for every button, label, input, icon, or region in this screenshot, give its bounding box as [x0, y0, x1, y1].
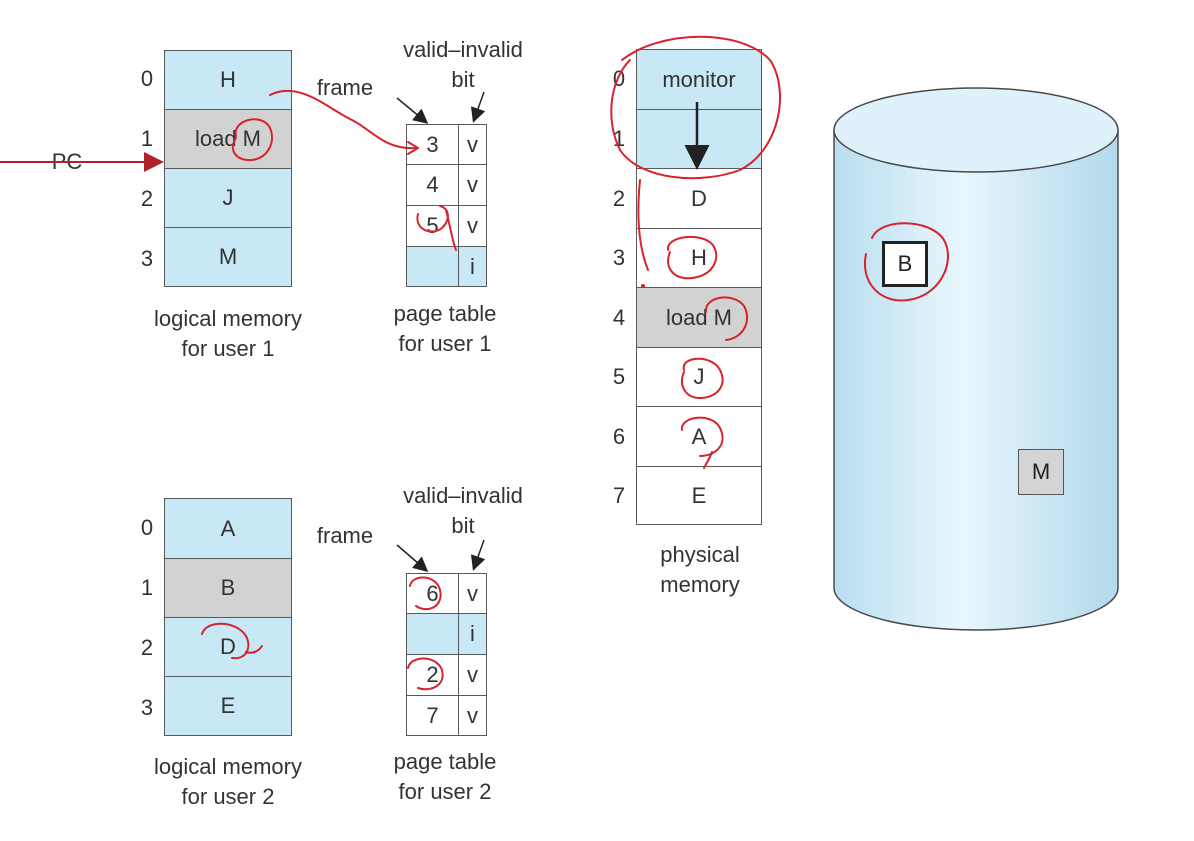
- user1-pt-frame-3: [406, 246, 459, 287]
- user2-pt-frame-3: 7: [406, 695, 459, 736]
- user1-logical-page-3: M: [164, 227, 292, 287]
- disk-page-m: M: [1018, 449, 1064, 495]
- user2-pt-frame-0: 6: [406, 573, 459, 614]
- user1-pt-frame-2: 5: [406, 205, 459, 247]
- user1-valid-invalid-label-line1: valid–invalid: [403, 37, 523, 62]
- user1-logical-index-0: 0: [140, 66, 154, 91]
- user1-logical-page-0: H: [164, 50, 292, 110]
- user1-pt-caption-line1: page table: [393, 301, 497, 326]
- user2-pt-bit-2: v: [458, 654, 487, 696]
- user1-pt-bit-1: v: [458, 164, 487, 206]
- user1-valid-invalid-label-line2: bit: [451, 67, 475, 92]
- user2-pt-caption-line2: for user 2: [398, 779, 492, 804]
- user2-logical-index-0: 0: [140, 515, 154, 540]
- physical-caption-line1: physical: [660, 542, 740, 567]
- user1-pt-bit-0: v: [458, 124, 487, 165]
- physical-frame-7: E: [636, 466, 762, 525]
- physical-index-5: 5: [612, 364, 626, 389]
- user1-logical-page-1: load M: [164, 109, 292, 169]
- user2-pt-frame-1: [406, 613, 459, 655]
- physical-caption-line2: memory: [660, 572, 740, 597]
- physical-index-0: 0: [612, 66, 626, 91]
- user1-logical-index-3: 3: [140, 246, 154, 271]
- user2-logical-page-3: E: [164, 676, 292, 736]
- user1-logical-index-1: 1: [140, 126, 154, 151]
- physical-frame-1: [636, 109, 762, 169]
- user2-pt-bit-3: v: [458, 695, 487, 736]
- user2-logical-index-3: 3: [140, 695, 154, 720]
- user1-logical-index-2: 2: [140, 186, 154, 211]
- physical-frame-2: D: [636, 168, 762, 229]
- user1-pt-bit-3: i: [458, 246, 487, 287]
- user2-logical-index-1: 1: [140, 575, 154, 600]
- user2-pt-frame-2: 2: [406, 654, 459, 696]
- user2-pt-bit-0: v: [458, 573, 487, 614]
- physical-index-2: 2: [612, 186, 626, 211]
- physical-index-7: 7: [612, 483, 626, 508]
- physical-index-1: 1: [612, 126, 626, 151]
- user1-logical-caption-line1: logical memory: [154, 306, 302, 331]
- physical-frame-6: A: [636, 406, 762, 467]
- user1-pt-bit-2: v: [458, 205, 487, 247]
- user2-pt-bit-1: i: [458, 613, 487, 655]
- pc-label: PC: [51, 149, 83, 174]
- physical-index-6: 6: [612, 424, 626, 449]
- user1-pt-frame-1: 4: [406, 164, 459, 206]
- disk-page-b: B: [882, 241, 928, 287]
- physical-frame-0: monitor: [636, 49, 762, 110]
- user1-logical-page-2: J: [164, 168, 292, 228]
- physical-index-3: 3: [612, 245, 626, 270]
- user2-logical-caption-line2: for user 2: [181, 784, 275, 809]
- user2-logical-page-1: B: [164, 558, 292, 618]
- physical-frame-4: load M: [636, 287, 762, 348]
- user2-logical-caption-line1: logical memory: [154, 754, 302, 779]
- user1-pt-caption-line2: for user 1: [398, 331, 492, 356]
- user1-logical-caption-line2: for user 1: [181, 336, 275, 361]
- user2-valid-invalid-label-line2: bit: [451, 513, 475, 538]
- physical-frame-5: J: [636, 347, 762, 407]
- user1-pt-frame-0: 3: [406, 124, 459, 165]
- user2-frame-label: frame: [316, 523, 374, 548]
- user2-logical-index-2: 2: [140, 635, 154, 660]
- user2-valid-invalid-label-line1: valid–invalid: [403, 483, 523, 508]
- user1-frame-label: frame: [316, 75, 374, 100]
- user2-logical-page-2: D: [164, 617, 292, 677]
- user2-logical-page-0: A: [164, 498, 292, 559]
- physical-frame-3: H: [636, 228, 762, 288]
- user2-pt-caption-line1: page table: [393, 749, 497, 774]
- physical-index-4: 4: [612, 305, 626, 330]
